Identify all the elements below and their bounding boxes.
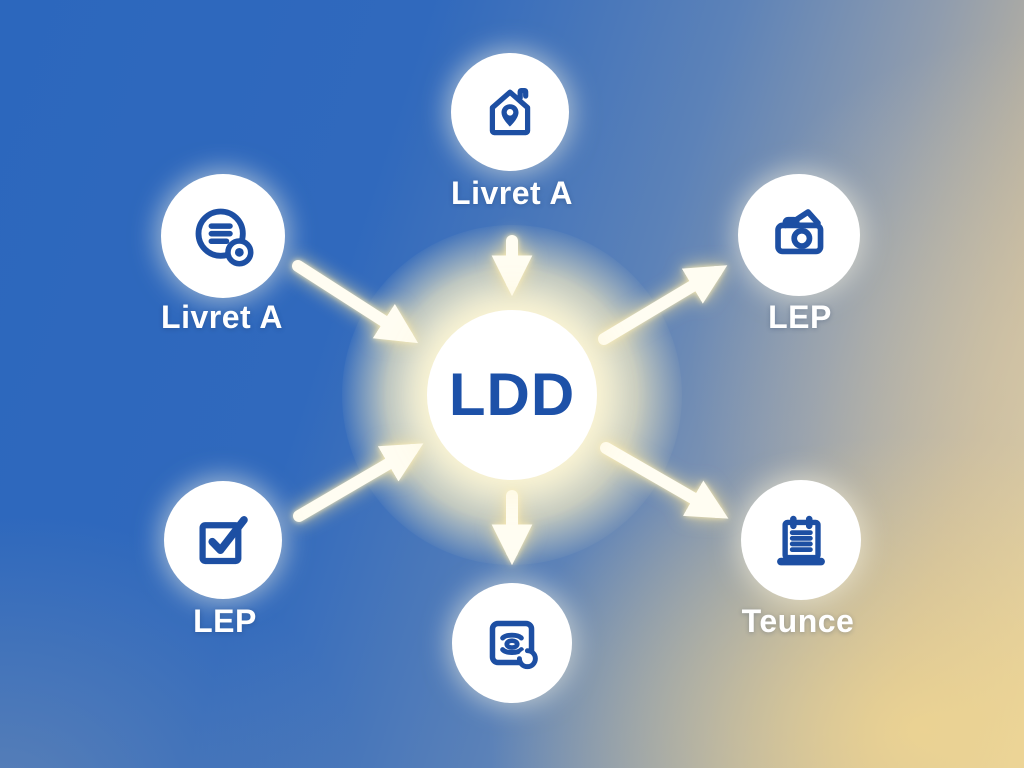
arrow-center-to-bottomright	[600, 442, 729, 519]
node-left-label: Livret A	[161, 299, 283, 335]
clipboard-icon	[777, 515, 825, 566]
list-badge-icon	[195, 208, 254, 267]
center-label: LDD	[448, 361, 576, 428]
node-right-label: LEP	[768, 299, 832, 335]
node-top	[451, 53, 569, 171]
camera-icon	[775, 209, 824, 255]
arrow-center-to-right	[598, 265, 728, 345]
node-left	[161, 174, 285, 298]
node-bottom-left-label: LEP	[193, 603, 257, 639]
node-bottom	[452, 583, 572, 703]
node-bottom-right-label: Teunce	[741, 603, 855, 639]
arrow-left-to-center	[292, 260, 419, 344]
checkbox-icon	[199, 516, 248, 565]
node-bottom-left	[164, 481, 282, 599]
arrow-bottomleft-to-center	[293, 443, 424, 522]
center-node: LDD	[427, 310, 597, 480]
house-location-icon	[489, 87, 531, 136]
node-right	[738, 174, 860, 296]
node-bottom-right	[741, 480, 861, 600]
node-top-label: Livret A	[451, 175, 573, 211]
scan-eye-icon	[489, 620, 538, 670]
